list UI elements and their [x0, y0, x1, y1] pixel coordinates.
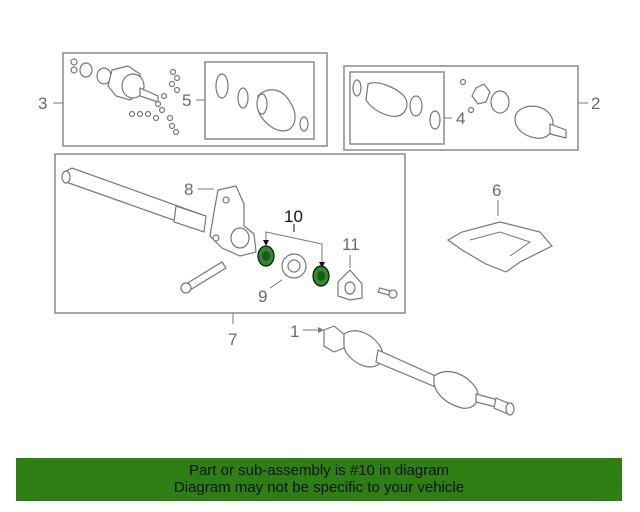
bracket-bolt — [180, 261, 227, 294]
leader-10 — [265, 231, 323, 266]
banner-line-1: Part or sub-assembly is #10 in diagram — [188, 462, 450, 479]
outer-boot-parts — [215, 73, 309, 132]
callout-3: 3 — [38, 94, 47, 113]
callout-5: 5 — [182, 91, 191, 110]
outer-cv-joint-parts — [70, 58, 181, 136]
callout-7: 7 — [228, 330, 237, 349]
callout-6: 6 — [492, 181, 501, 200]
banner-line-2: Diagram may not be specific to your vehi… — [173, 479, 465, 496]
callout-9: 9 — [258, 287, 267, 306]
bearing-plate — [337, 269, 363, 301]
callout-10: 10 — [284, 207, 303, 226]
diagram-notice-banner: Part or sub-assembly is #10 in diagram D… — [16, 458, 622, 501]
inner-boot-parts — [352, 79, 441, 130]
bearing — [281, 253, 307, 279]
inner-cv-joint-parts — [459, 78, 567, 139]
leader-9 — [269, 279, 283, 289]
half-shaft-assembly — [303, 325, 515, 416]
callout-1: 1 — [290, 322, 299, 341]
support-bracket — [209, 185, 257, 257]
seal-left-highlighted — [257, 245, 275, 267]
callout-11: 11 — [342, 235, 360, 254]
callout-8: 8 — [184, 180, 193, 199]
callout-4: 4 — [456, 109, 465, 128]
heat-shield — [446, 200, 553, 273]
plate-bolt — [377, 287, 398, 299]
parts-diagram: 1 2 3 4 5 6 7 8 9 10 11 — [38, 52, 600, 416]
seal-right-highlighted — [312, 265, 330, 287]
intermediate-shaft — [61, 167, 207, 233]
callout-2: 2 — [591, 94, 600, 113]
